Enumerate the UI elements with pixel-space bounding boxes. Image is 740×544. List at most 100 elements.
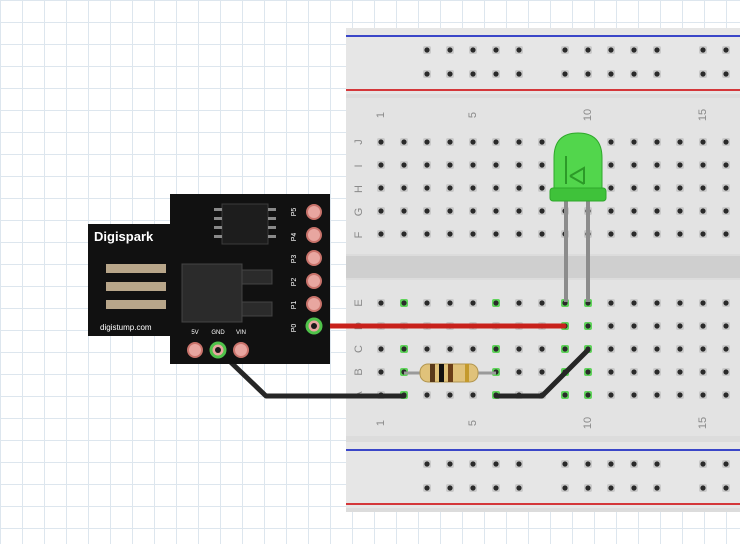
- usb-contact-1: [106, 264, 166, 273]
- usb-tab: [88, 224, 172, 336]
- breadboard-hole-center: [700, 369, 706, 375]
- breadboard-hole-center: [493, 162, 499, 168]
- pad-p5: [306, 204, 322, 220]
- breadboard-hole-center: [585, 47, 591, 53]
- terminal-block-top: [346, 98, 740, 254]
- resistor[interactable]: [404, 363, 496, 383]
- led-internal-icon: [565, 156, 585, 185]
- col-num-top-1: 1: [375, 112, 387, 118]
- breadboard-hole-center: [677, 369, 683, 375]
- breadboard-hole-center: [677, 208, 683, 214]
- breadboard-hole-center: [700, 139, 706, 145]
- breadboard-hole-center: [401, 346, 407, 352]
- breadboard-hole-center: [677, 162, 683, 168]
- top-power-rail: [346, 28, 740, 94]
- breadboard-hole-center: [700, 208, 706, 214]
- breadboard-hole-center: [677, 392, 683, 398]
- breadboard-hole-center: [447, 231, 453, 237]
- breadboard-hole-center: [424, 185, 430, 191]
- breadboard-hole-center: [424, 346, 430, 352]
- breadboard-hole-center: [608, 139, 614, 145]
- row-label-f: F: [353, 231, 365, 238]
- green-led[interactable]: [549, 132, 607, 302]
- breadboard-hole-center: [516, 71, 522, 77]
- breadboard-hole-center: [723, 485, 729, 491]
- breadboard-hole-center: [723, 392, 729, 398]
- breadboard-hole-center: [378, 231, 384, 237]
- pad-p0-hole: [311, 323, 317, 329]
- breadboard-hole-center: [723, 47, 729, 53]
- breadboard-hole-center: [401, 231, 407, 237]
- breadboard-hole-center: [470, 346, 476, 352]
- breadboard-hole-center: [378, 300, 384, 306]
- power-pads: [187, 341, 249, 359]
- breadboard-hole-center: [378, 139, 384, 145]
- breadboard-hole-center: [539, 185, 545, 191]
- col-num-top-5: 5: [467, 112, 479, 118]
- breadboard-hole-center: [562, 71, 568, 77]
- breadboard-hole-center: [654, 71, 660, 77]
- breadboard-hole-center: [677, 300, 683, 306]
- breadboard-hole-center: [700, 392, 706, 398]
- breadboard-hole-center: [723, 71, 729, 77]
- breadboard-hole-center: [424, 208, 430, 214]
- breadboard-hole-center: [631, 346, 637, 352]
- bottom-power-rail: [346, 442, 740, 508]
- breadboard-hole-center: [654, 47, 660, 53]
- breadboard-hole-center: [700, 185, 706, 191]
- resistor-band-2: [439, 364, 444, 382]
- breadboard-hole-center: [677, 139, 683, 145]
- col-num-bottom-1: 1: [375, 420, 387, 426]
- resistor-band-3: [448, 364, 453, 382]
- row-label-j: J: [353, 139, 365, 145]
- breadboard-hole-center: [493, 485, 499, 491]
- pad-p1: [306, 296, 322, 312]
- breadboard-hole-center: [700, 231, 706, 237]
- breadboard-hole-center: [470, 139, 476, 145]
- breadboard-hole-center: [654, 392, 660, 398]
- pin-label-p1: P1: [291, 301, 298, 310]
- ground-wire[interactable]: [215, 347, 407, 399]
- breadboard-hole-center: [493, 185, 499, 191]
- breadboard-hole-center: [608, 461, 614, 467]
- breadboard-hole-center: [723, 208, 729, 214]
- breadboard-hole-center: [401, 162, 407, 168]
- breadboard-hole-center: [470, 231, 476, 237]
- breadboard-hole-center: [493, 208, 499, 214]
- breadboard-hole-center: [539, 139, 545, 145]
- breadboard-hole-center: [631, 323, 637, 329]
- breadboard-hole-center: [608, 369, 614, 375]
- breadboard-hole-center: [723, 231, 729, 237]
- breadboard-hole-center: [516, 208, 522, 214]
- breadboard-hole-center: [608, 208, 614, 214]
- jumper-wire[interactable]: [493, 347, 591, 399]
- breadboard-hole-center: [585, 392, 591, 398]
- breadboard-hole-center: [516, 346, 522, 352]
- breadboard-hole-center: [424, 392, 430, 398]
- breadboard-hole-center: [723, 139, 729, 145]
- breadboard-hole-center: [424, 71, 430, 77]
- breadboard-hole-center: [608, 162, 614, 168]
- breadboard-hole-center: [493, 300, 499, 306]
- breadboard-hole-center: [585, 461, 591, 467]
- breadboard-hole-center: [654, 300, 660, 306]
- col-num-top-15: 15: [697, 109, 709, 121]
- resistor-band-4: [465, 364, 469, 382]
- breadboard-hole-center: [723, 346, 729, 352]
- breadboard-hole-center: [447, 461, 453, 467]
- breadboard-hole-center: [654, 185, 660, 191]
- breadboard-hole-center: [539, 208, 545, 214]
- breadboard-hole-center: [562, 346, 568, 352]
- breadboard-hole-center: [585, 369, 591, 375]
- breadboard-hole-center: [470, 162, 476, 168]
- breadboard-hole-center: [608, 231, 614, 237]
- breadboard-hole-center: [631, 71, 637, 77]
- column-numbers: 1 5 10 15 1 5 10 15: [375, 109, 709, 429]
- breadboard-hole-center: [516, 300, 522, 306]
- digispark-board[interactable]: Digispark digistump.com P5 P4 P3 P2 P1 P…: [88, 194, 330, 364]
- breadboard-hole-center: [723, 323, 729, 329]
- breadboard-hole-center: [700, 461, 706, 467]
- breadboard-hole-center: [470, 300, 476, 306]
- breadboard-hole-center: [401, 300, 407, 306]
- breadboard-hole-center: [631, 47, 637, 53]
